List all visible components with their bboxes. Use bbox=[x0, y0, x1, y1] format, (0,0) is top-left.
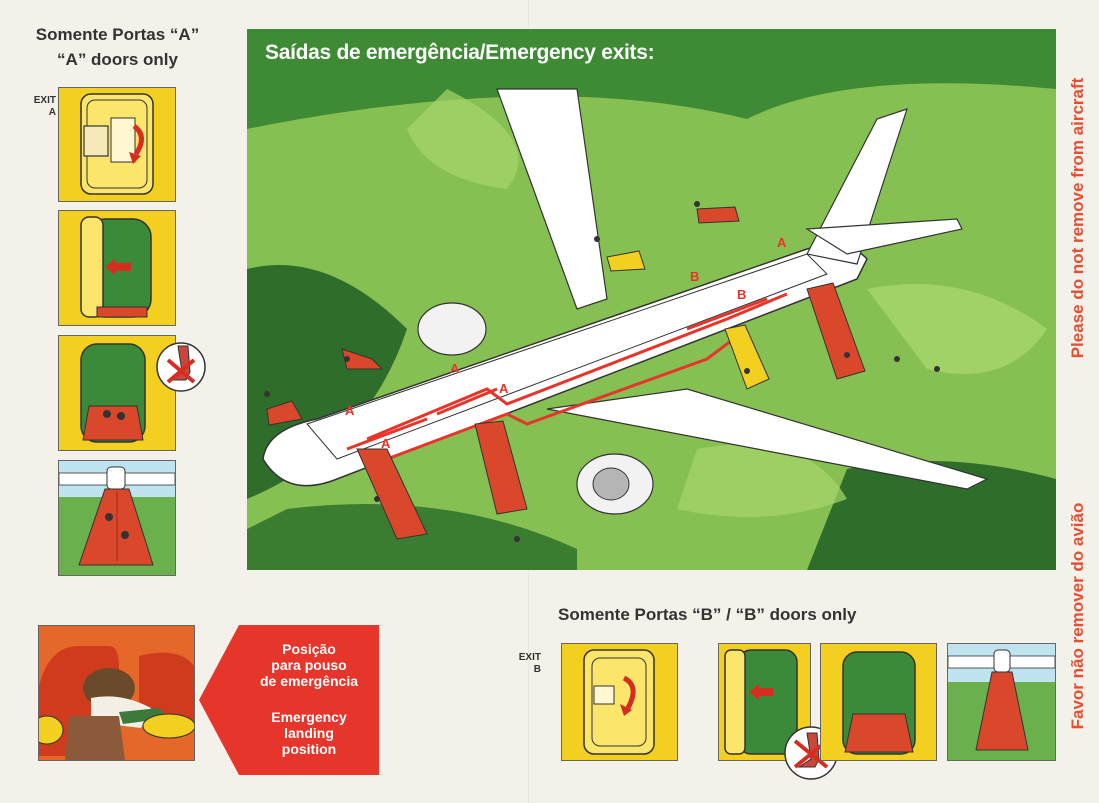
door-label-b1: B bbox=[690, 269, 699, 284]
aircraft-illustration: A A A A B B A bbox=[247, 29, 1056, 570]
door-label-a2: A bbox=[381, 436, 391, 451]
landing-position-illustration bbox=[38, 625, 195, 761]
exit-b-label: EXIT B bbox=[505, 652, 541, 676]
red-arrow-shape bbox=[199, 625, 379, 775]
door-label-a3: A bbox=[450, 361, 460, 376]
door-handle-illustration bbox=[80, 93, 154, 195]
landing-en-line1: Emergency bbox=[271, 709, 347, 725]
door-label-a5: A bbox=[777, 235, 787, 250]
slide-deploy-illustration bbox=[80, 343, 146, 443]
door-open-illustration bbox=[724, 649, 798, 755]
doors-b-title: Somente Portas “B” / “B” doors only bbox=[558, 605, 857, 624]
landing-pt-line3: de emergência bbox=[259, 673, 359, 689]
notice-english: Please do not remove from aircraft bbox=[1068, 77, 1087, 359]
door-a-step3-panel bbox=[58, 335, 176, 451]
exit-word: EXIT bbox=[518, 652, 541, 663]
door-b-step2-panel bbox=[718, 643, 811, 761]
door-b-step1-panel bbox=[561, 643, 678, 761]
no-high-heels-icon bbox=[156, 334, 206, 400]
slide-deploy-illustration bbox=[842, 651, 916, 755]
landing-pt-line1: Posição bbox=[282, 641, 336, 657]
landing-text-pt: Posição para pouso de emergência bbox=[239, 641, 379, 689]
landing-en-line3: position bbox=[281, 741, 337, 757]
landing-position-sign: Posição para pouso de emergência Emergen… bbox=[199, 625, 379, 775]
emergency-exits-scene: A A A A B B A Saídas de emergência/Emerg… bbox=[247, 29, 1056, 570]
door-b-step3-panel bbox=[820, 643, 937, 761]
door-open-illustration bbox=[80, 216, 152, 318]
doors-a-title-en: “A” doors only bbox=[57, 50, 178, 69]
landing-pt-line2: para pouso bbox=[271, 657, 347, 673]
door-a-step1-panel bbox=[58, 87, 176, 202]
landing-text-en: Emergency landing position bbox=[239, 709, 379, 757]
slide-exterior-illustration bbox=[948, 644, 1055, 751]
door-b-step4-panel bbox=[947, 643, 1056, 761]
door-label-a1: A bbox=[345, 403, 355, 418]
doors-a-title: Somente Portas “A” “A” doors only bbox=[20, 22, 215, 72]
door-handle-illustration bbox=[583, 649, 655, 755]
door-label-b2: B bbox=[737, 287, 746, 302]
landing-en-line2: landing bbox=[284, 725, 334, 741]
door-label-a4: A bbox=[499, 381, 509, 396]
exit-letter: A bbox=[48, 107, 56, 118]
scene-title: Saídas de emergência/Emergency exits: bbox=[265, 41, 655, 64]
notice-portuguese: Favor não remover do avião bbox=[1068, 502, 1087, 730]
door-a-step2-panel bbox=[58, 210, 176, 326]
exit-a-label: EXIT A bbox=[20, 95, 56, 119]
door-a-step4-panel bbox=[58, 460, 176, 576]
doors-a-title-pt: Somente Portas “A” bbox=[35, 25, 200, 44]
slide-exterior-illustration bbox=[59, 461, 175, 566]
exit-letter: B bbox=[533, 664, 541, 675]
exit-word: EXIT bbox=[33, 95, 56, 106]
